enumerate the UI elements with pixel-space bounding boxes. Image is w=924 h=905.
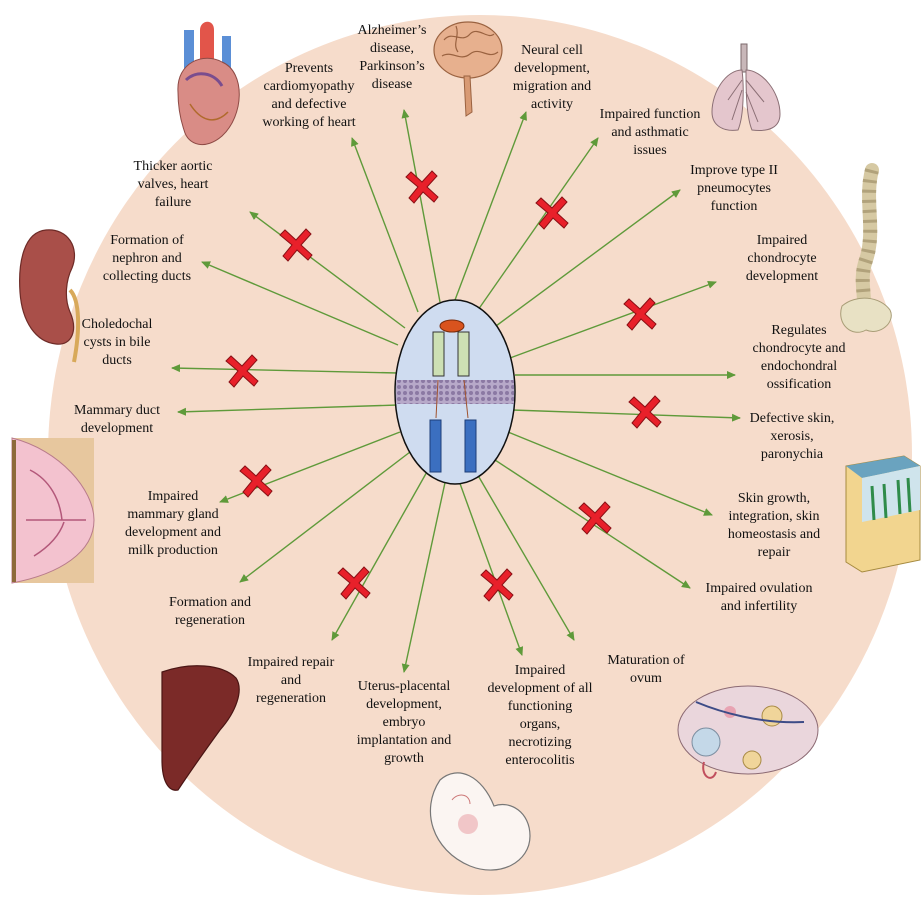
label-skin-growth: Skin growth, integration, skin homeostas…	[704, 490, 844, 562]
label-choledochal: Choledochal cysts in bile ducts	[66, 316, 168, 370]
label-chondrocyte-impaired: Impaired chondrocyte development	[728, 232, 836, 286]
extracellular-domain-right	[458, 332, 469, 376]
ligand	[440, 320, 464, 332]
skin-section-icon	[846, 456, 920, 572]
receptor-diagram	[395, 300, 515, 484]
label-uterus-placental: Uterus-placental development, embryo imp…	[342, 678, 466, 768]
label-ovulation: Impaired ovulation and infertility	[686, 580, 832, 616]
label-mammary-gland: Impaired mammary gland development and m…	[100, 488, 246, 560]
label-cardiomyopathy: Prevents cardiomyopathy and defective wo…	[246, 60, 372, 132]
label-defective-skin: Defective skin, xerosis, paronychia	[732, 410, 852, 464]
label-pneumocytes: Improve type II pneumocytes function	[674, 162, 794, 216]
breast-tissue-icon	[12, 438, 94, 583]
label-nephron: Formation of nephron and collecting duct…	[84, 232, 210, 286]
intracellular-domain-left	[430, 420, 441, 472]
label-liver-formation: Formation and regeneration	[150, 594, 270, 630]
label-ovum: Maturation of ovum	[592, 652, 700, 688]
label-neural-development: Neural cell development, migration and a…	[496, 42, 608, 114]
label-organs-development: Impaired development of all functioning …	[470, 662, 610, 770]
heart-icon	[178, 22, 239, 145]
label-mammary-duct: Mammary duct development	[54, 402, 180, 438]
label-liver-repair: Impaired repair and regeneration	[226, 654, 356, 708]
extracellular-domain-left	[433, 332, 444, 376]
intracellular-domain-right	[465, 420, 476, 472]
label-aortic-valves: Thicker aortic valves, heart failure	[114, 158, 232, 212]
label-impaired-asthma: Impaired function and asthmatic issues	[586, 106, 714, 160]
cell-membrane	[396, 380, 514, 404]
label-chondrocyte-regulates: Regulates chondrocyte and endochondral o…	[732, 322, 866, 394]
